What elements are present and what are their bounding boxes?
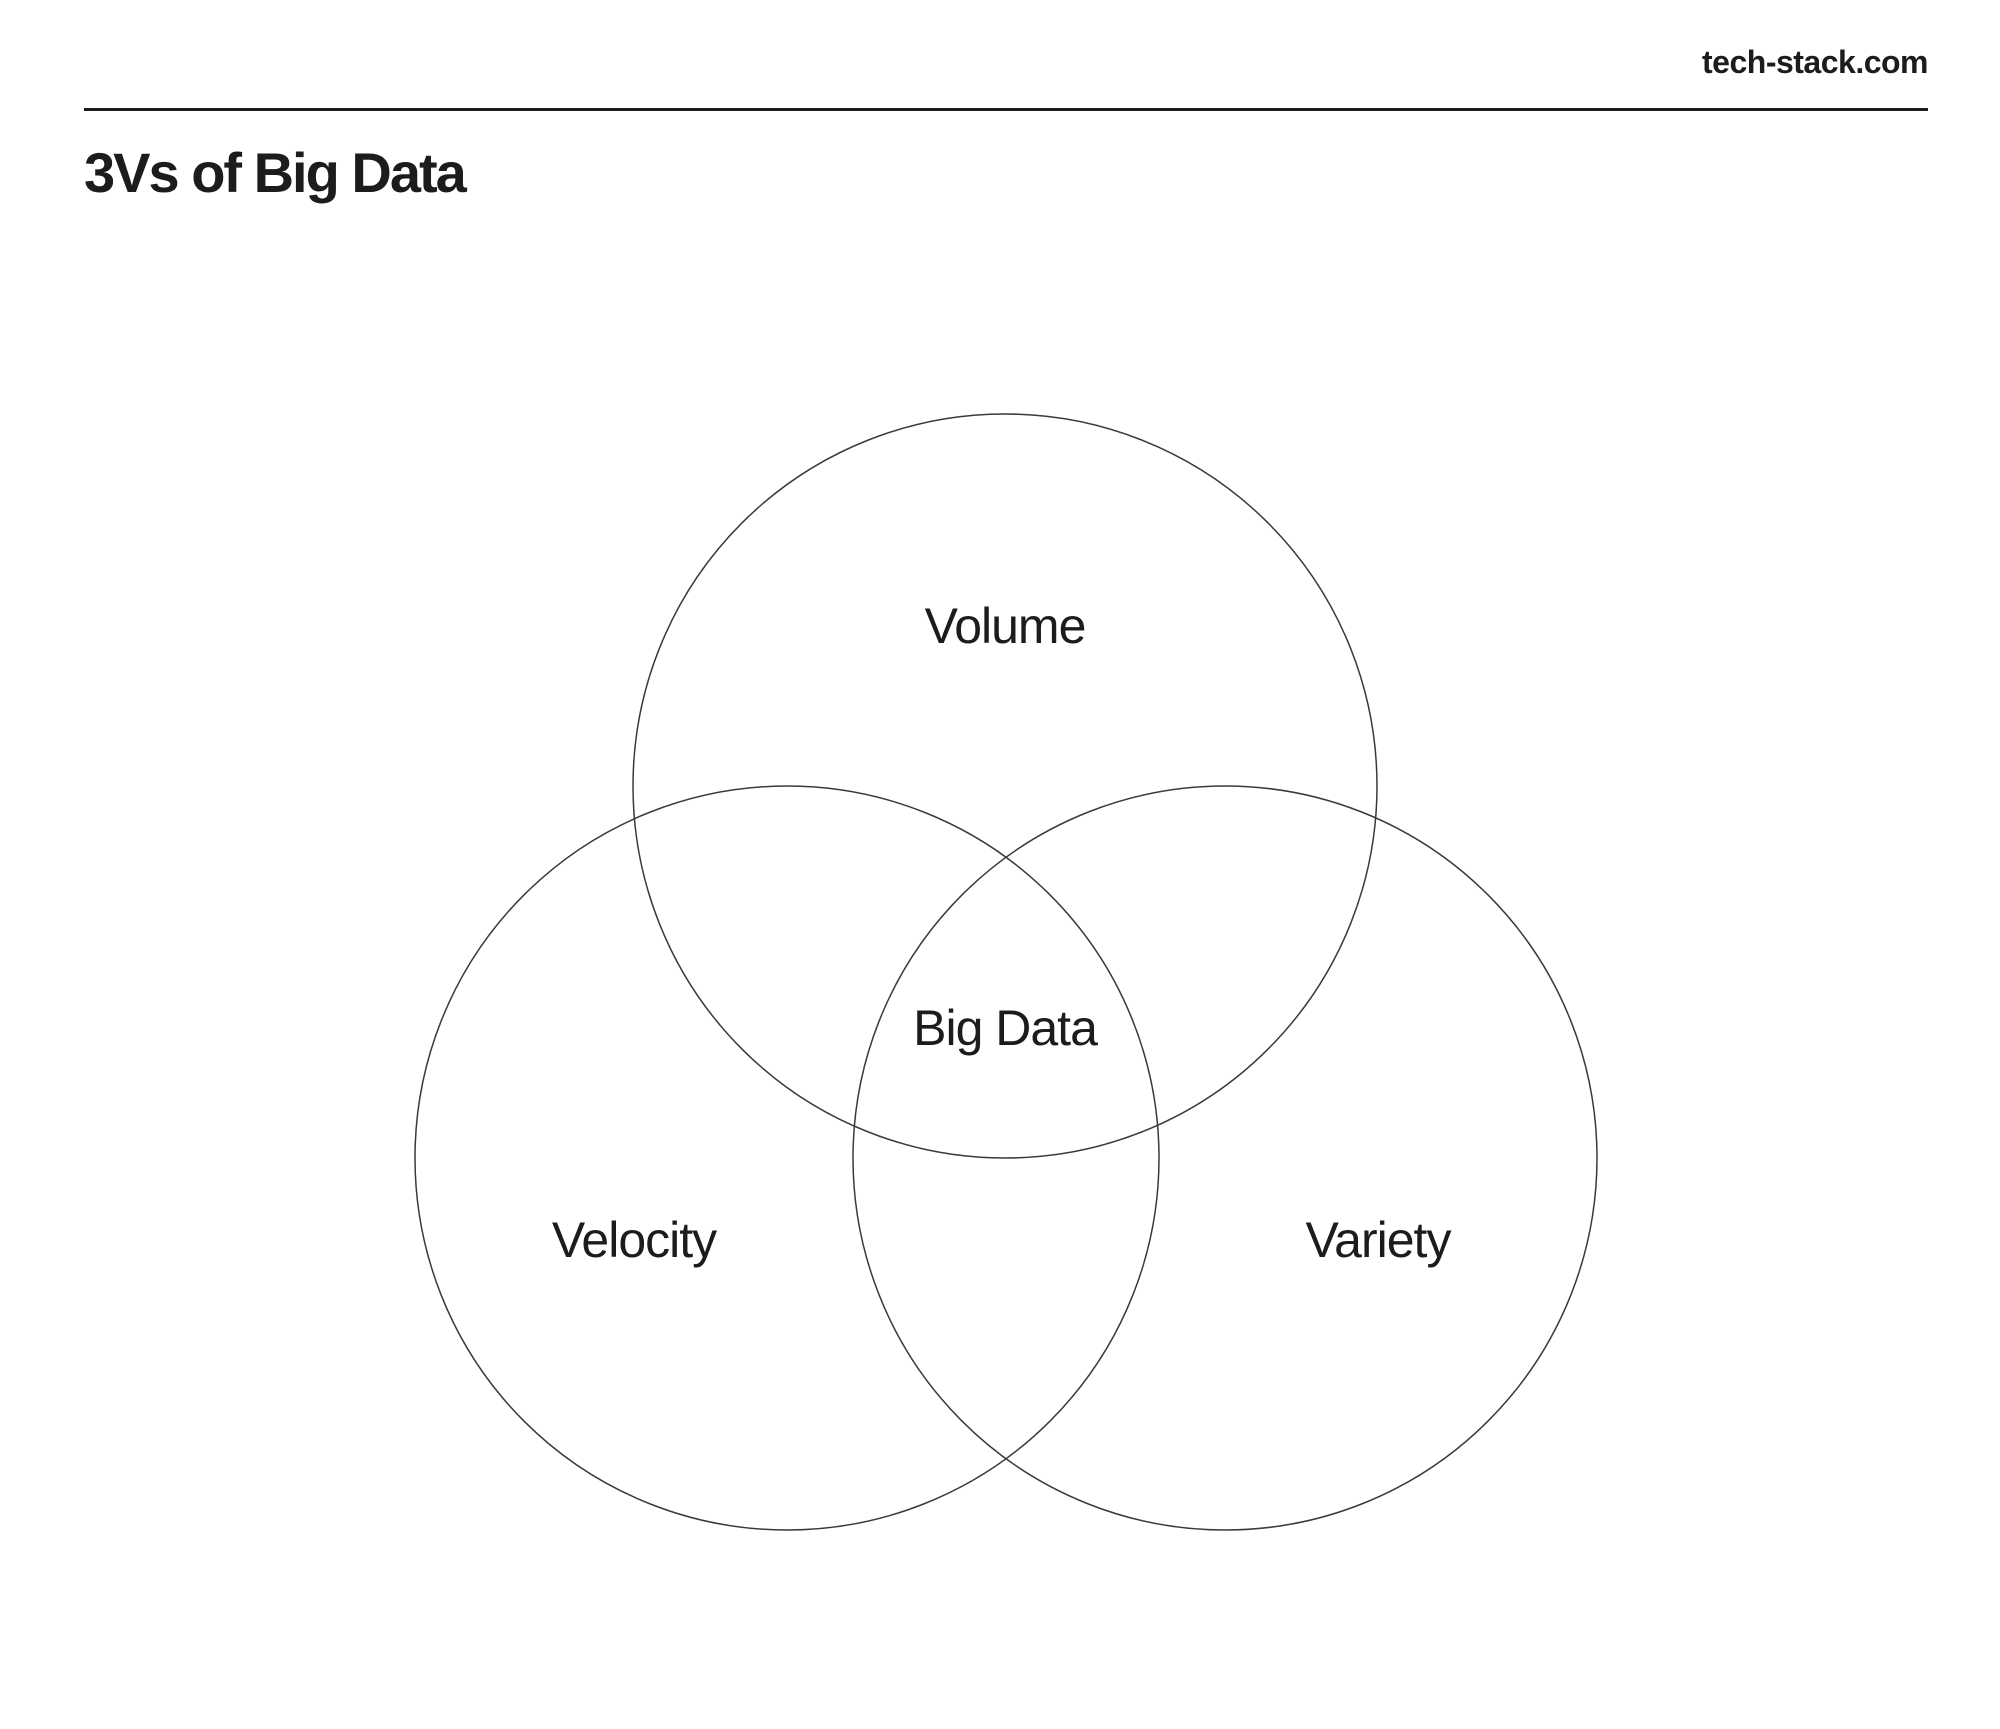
venn-label-variety: Variety [1306,1212,1452,1268]
page-title: 3Vs of Big Data [84,141,467,204]
site-name: tech-stack.com [1702,44,1928,80]
venn-circle-velocity [414,785,1160,1531]
venn-circle-variety [852,785,1598,1531]
venn-label-volume: Volume [925,598,1086,654]
header-divider [84,108,1928,111]
venn-circle-volume [632,413,1378,1159]
venn-label-velocity: Velocity [552,1212,717,1268]
venn-label-center: Big Data [913,1000,1098,1056]
